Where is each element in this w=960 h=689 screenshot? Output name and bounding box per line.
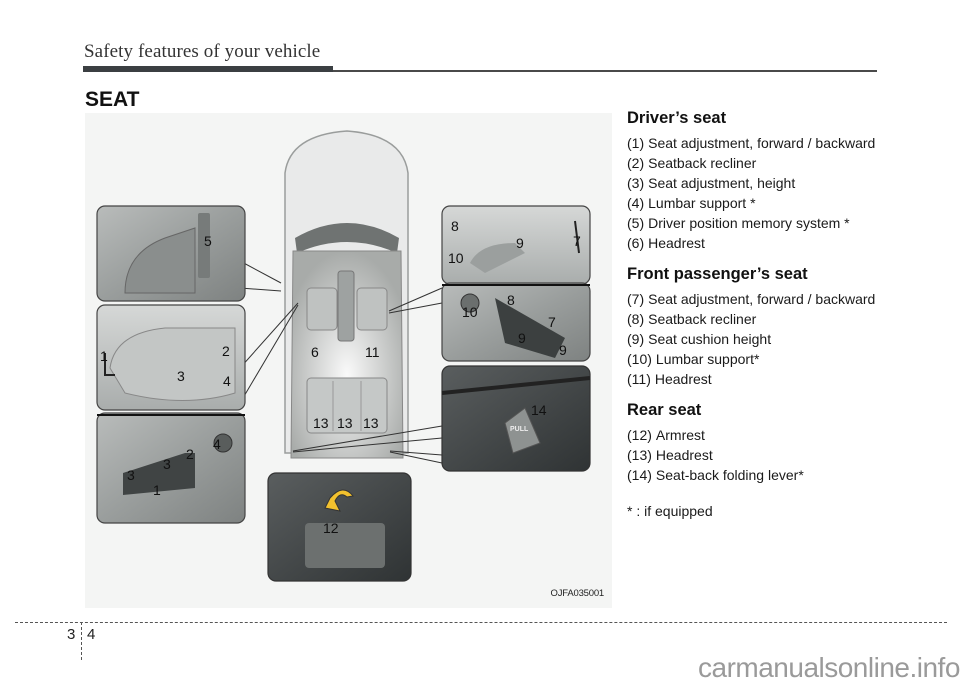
callout-3b: 3 bbox=[163, 456, 171, 472]
callout-10b: 10 bbox=[462, 304, 478, 320]
callout-labels: 5 1 2 3 4 1 2 3 3 4 7 8 9 10 7 8 9 9 10 … bbox=[100, 218, 581, 536]
callout-14: 14 bbox=[531, 402, 547, 418]
callout-4b: 4 bbox=[213, 436, 221, 452]
callout-10: 10 bbox=[448, 250, 464, 266]
driver-seat-section: Driver’s seat (1)Seat adjustment, forwar… bbox=[627, 109, 937, 251]
list-item: (3)Seat adjustment, height bbox=[627, 175, 796, 191]
callout-1b: 1 bbox=[153, 482, 161, 498]
lever-pull-label: PULL bbox=[510, 426, 529, 433]
callout-11: 11 bbox=[365, 344, 380, 360]
chapter-number: 3 bbox=[67, 626, 76, 643]
list-item: (8)Seatback recliner bbox=[627, 311, 757, 327]
footer-page-divider bbox=[81, 622, 82, 660]
page-number: 4 bbox=[87, 626, 96, 643]
passenger-switch-inset bbox=[441, 282, 591, 362]
callout-5: 5 bbox=[204, 233, 212, 249]
callout-13c: 13 bbox=[363, 415, 379, 431]
list-item: (9)Seat cushion height bbox=[627, 331, 772, 347]
figure-code: OJFA035001 bbox=[550, 588, 605, 599]
driver-seat-heading: Driver’s seat bbox=[627, 109, 727, 127]
watermark: carmanualsonline.info bbox=[698, 652, 960, 683]
callout-7: 7 bbox=[573, 233, 581, 249]
footer-divider bbox=[15, 622, 947, 623]
list-item: (14)Seat-back folding lever* bbox=[627, 467, 804, 483]
passenger-seat-inset bbox=[441, 205, 591, 285]
header-rule-thin bbox=[333, 70, 877, 72]
callout-2b: 2 bbox=[186, 446, 194, 462]
driver-seat-inset bbox=[96, 304, 246, 411]
list-item: (12)Armrest bbox=[627, 427, 705, 443]
callout-2: 2 bbox=[222, 343, 230, 359]
list-item: (6)Headrest bbox=[627, 235, 705, 251]
rear-seat-section: Rear seat (12)Armrest (13)Headrest (14)S… bbox=[627, 401, 937, 519]
callout-12: 12 bbox=[323, 520, 339, 536]
list-item: (5)Driver position memory system * bbox=[627, 215, 850, 231]
callout-4: 4 bbox=[223, 373, 231, 389]
door-panel-inset bbox=[96, 205, 246, 302]
list-item: (11)Headrest bbox=[627, 371, 712, 387]
list-item: (4)Lumbar support * bbox=[627, 195, 756, 211]
callout-13b: 13 bbox=[337, 415, 353, 431]
list-item: (10)Lumbar support* bbox=[627, 351, 760, 367]
list-item: (13)Headrest bbox=[627, 447, 713, 463]
seat-illustration: 5 1 2 3 4 1 2 3 3 4 7 8 9 10 7 8 9 9 10 … bbox=[85, 113, 612, 608]
callout-3c: 3 bbox=[127, 467, 135, 483]
leader-lines bbox=[239, 260, 443, 464]
callout-7b: 7 bbox=[548, 314, 556, 330]
callout-9c: 9 bbox=[559, 342, 567, 358]
car-top-view bbox=[284, 130, 409, 459]
callout-8: 8 bbox=[451, 218, 459, 234]
callout-13a: 13 bbox=[313, 415, 329, 431]
driver-switch-inset bbox=[96, 412, 246, 524]
callout-9: 9 bbox=[516, 235, 524, 251]
rear-armrest-inset bbox=[267, 472, 412, 582]
callout-1: 1 bbox=[100, 348, 108, 364]
callout-3: 3 bbox=[177, 368, 185, 384]
front-passenger-seat-section: Front passenger’s seat (7)Seat adjustmen… bbox=[627, 265, 937, 387]
section-title: SEAT bbox=[85, 88, 140, 111]
list-item: (1)Seat adjustment, forward / backward bbox=[627, 135, 876, 151]
callout-8b: 8 bbox=[507, 292, 515, 308]
header-rule-thick bbox=[83, 66, 333, 72]
list-item: (7)Seat adjustment, forward / backward bbox=[627, 291, 876, 307]
footnote: * : if equipped bbox=[627, 503, 713, 519]
rear-lever-inset bbox=[441, 365, 591, 472]
callout-6: 6 bbox=[311, 344, 319, 360]
list-item: (2)Seatback recliner bbox=[627, 155, 757, 171]
front-passenger-seat-heading: Front passenger’s seat bbox=[627, 265, 808, 283]
rear-seat-heading: Rear seat bbox=[627, 401, 702, 419]
running-head-title: Safety features of your vehicle bbox=[84, 41, 321, 62]
seat-diagram-svg: 5 1 2 3 4 1 2 3 3 4 7 8 9 10 7 8 9 9 10 … bbox=[96, 130, 591, 582]
seat-descriptions: Driver’s seat (1)Seat adjustment, forwar… bbox=[627, 109, 937, 533]
callout-9b: 9 bbox=[518, 330, 526, 346]
